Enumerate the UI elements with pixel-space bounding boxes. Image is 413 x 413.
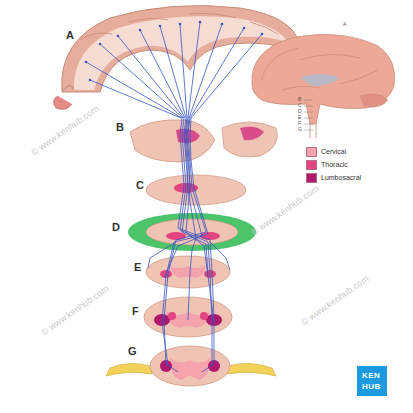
section-letter: E xyxy=(134,262,141,273)
legend-text: Lumbosacral xyxy=(321,174,361,181)
inset-letter: E xyxy=(298,115,301,120)
logo-text: HUB xyxy=(362,383,381,391)
legend-row: Cervical xyxy=(306,146,361,157)
inset-letter: G xyxy=(298,127,302,132)
legend-text: Thoracic xyxy=(321,161,348,168)
legend-swatch xyxy=(306,147,317,157)
inset-letter: F xyxy=(298,121,301,126)
inset-letter: A xyxy=(343,22,346,27)
logo-text: KEN xyxy=(362,372,380,380)
watermark: © www.kenhub.com xyxy=(30,104,100,157)
section-letter: B xyxy=(116,122,124,133)
section-letter: D xyxy=(112,222,120,233)
watermark: © www.kenhub.com xyxy=(40,284,110,337)
legend-row: Thoracic xyxy=(306,159,361,170)
watermark: © www.kenhub.com xyxy=(250,184,320,237)
section-letter: G xyxy=(128,346,137,357)
legend-text: Cervical xyxy=(321,148,346,155)
section-letter: C xyxy=(136,180,144,191)
watermark: © www.kenhub.com xyxy=(300,274,370,327)
legend: CervicalThoracicLumbosacral xyxy=(306,146,361,185)
legend-swatch xyxy=(306,160,317,170)
inset-letter: C xyxy=(298,103,302,108)
inset-letter: B xyxy=(298,97,301,102)
legend-swatch xyxy=(306,173,317,183)
section-letter: F xyxy=(132,306,139,317)
inset-letter: D xyxy=(298,109,302,114)
legend-row: Lumbosacral xyxy=(306,172,361,183)
section-letter: A xyxy=(66,30,74,41)
